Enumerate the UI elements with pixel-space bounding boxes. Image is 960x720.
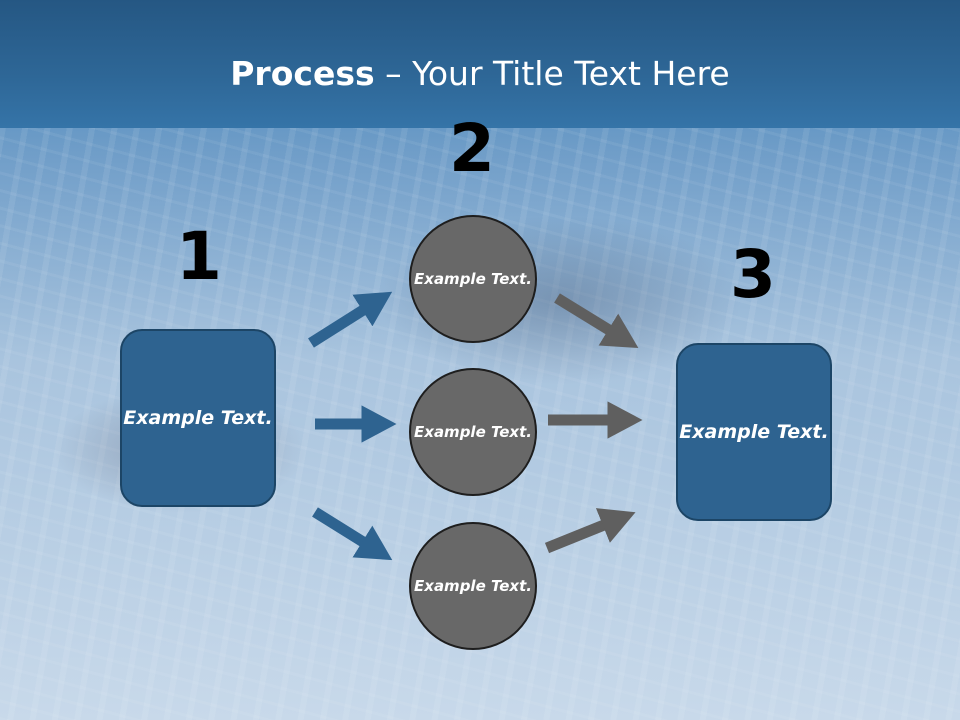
arrow-to-circle-bottom [312,507,393,561]
arrow-from-circle-bottom [544,508,636,554]
title-bar [0,0,960,128]
step-1-box[interactable]: Example Text. [120,329,276,507]
slide-title-bold: Process [230,54,375,93]
process-circle-bottom[interactable]: Example Text. [409,522,537,650]
step-number-3: 3 [730,236,776,313]
process-circle-top[interactable]: Example Text. [409,215,537,343]
circle-middle-label: Example Text. [414,422,532,441]
step-number-2: 2 [449,110,495,187]
slide-title-rest: – Your Title Text Here [374,54,730,93]
arrow-to-circle-top [308,291,393,348]
arrow-from-circle-top [554,293,639,348]
step-1-label: Example Text. [123,406,273,429]
step-number-1: 1 [176,218,222,295]
circle-top-label: Example Text. [414,269,532,288]
step-3-box[interactable]: Example Text. [676,343,832,521]
step-3-label: Example Text. [679,420,829,443]
process-circle-middle[interactable]: Example Text. [409,368,537,496]
slide-title[interactable]: Process – Your Title Text Here [0,54,960,93]
circle-bottom-label: Example Text. [414,576,532,595]
